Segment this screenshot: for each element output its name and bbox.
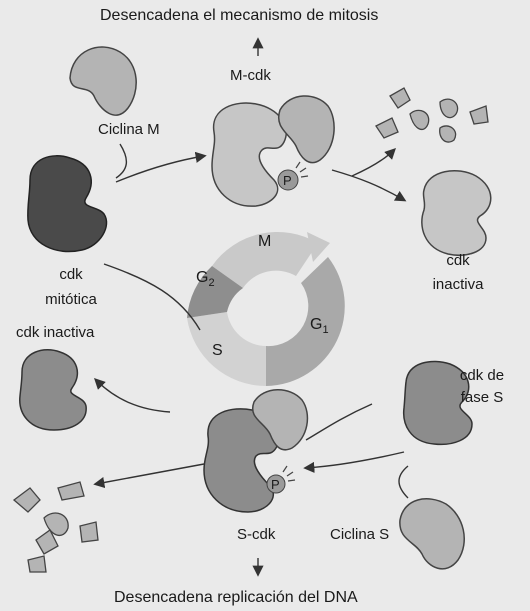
s-cdk-label: S-cdk bbox=[237, 525, 275, 544]
cycle-phase-g2-label: G2 bbox=[196, 268, 215, 293]
cdk-inactiva-left-label: cdk inactiva bbox=[16, 323, 94, 342]
ciclina-s-label: Ciclina S bbox=[330, 525, 389, 544]
phosphate-top-label: P bbox=[283, 171, 292, 190]
cdk-inactiva-left-shape bbox=[20, 350, 86, 430]
cycle-arrowhead bbox=[307, 232, 330, 262]
cdk-inactiva-right-label-line1: cdk bbox=[428, 251, 488, 270]
top-outcome-text: Desencadena el mecanismo de mitosis bbox=[100, 6, 378, 25]
cycle-phase-s-label: S bbox=[212, 341, 223, 360]
cdk-mitotica-label-line2: mitótica bbox=[36, 290, 106, 309]
cdk-fase-s-label-line2: fase S bbox=[452, 388, 512, 407]
phosphate-bottom-label: P bbox=[271, 475, 280, 494]
bottom-outcome-text: Desencadena replicación del DNA bbox=[114, 588, 358, 607]
cycle-phase-g1-label: G1 bbox=[310, 315, 329, 340]
degraded-cyclin-top bbox=[376, 88, 488, 142]
degraded-cyclin-bottom bbox=[14, 482, 98, 572]
ciclina-m-label: Ciclina M bbox=[98, 120, 160, 139]
cdk-inactiva-right-label-line2: inactiva bbox=[418, 275, 498, 294]
cycle-segment-g1 bbox=[266, 257, 345, 386]
cyclin-m-shape bbox=[70, 47, 136, 115]
cycle-phase-m-label: M bbox=[258, 232, 271, 251]
cdk-mitotica-shape bbox=[28, 156, 107, 252]
cdk-fase-s-label-line1: cdk de bbox=[452, 366, 512, 385]
cdk-mitotica-label-line1: cdk bbox=[36, 265, 106, 284]
ciclina-s-shape bbox=[400, 499, 464, 569]
m-cdk-label: M-cdk bbox=[230, 66, 271, 85]
cdk-inactiva-right-shape bbox=[422, 171, 491, 255]
s-cdk-complex bbox=[204, 390, 307, 512]
m-cdk-complex bbox=[212, 96, 334, 206]
cell-cycle-ring bbox=[187, 232, 345, 386]
cycle-segment-s bbox=[187, 312, 266, 386]
